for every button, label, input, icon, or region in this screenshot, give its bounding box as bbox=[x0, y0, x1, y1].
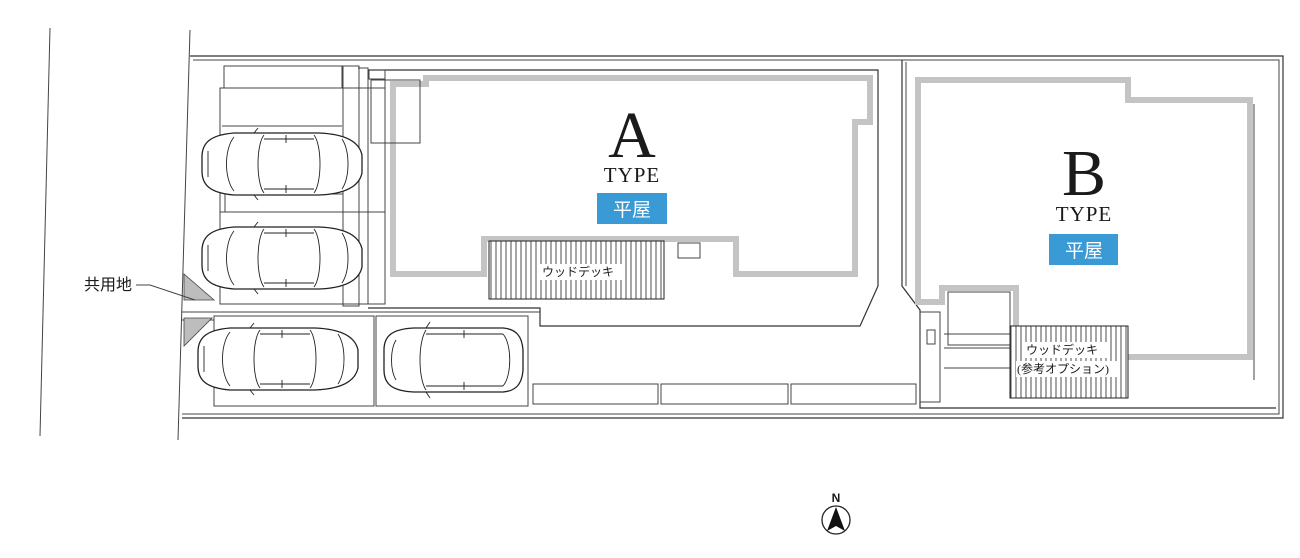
deck-b-note: (参考オプション) bbox=[1017, 361, 1109, 376]
lot-a-outline bbox=[368, 69, 879, 327]
house-a-wall bbox=[390, 75, 873, 277]
frontage-strip bbox=[532, 383, 917, 405]
house-a-badge-label: 平屋 bbox=[613, 200, 651, 221]
site-outline bbox=[182, 55, 1284, 419]
lot-b-outline bbox=[901, 60, 1276, 409]
deck-b-label: ウッドデッキ bbox=[1026, 342, 1098, 357]
common-area-leader bbox=[136, 284, 196, 301]
north-compass: N bbox=[821, 491, 851, 535]
house-a-letter: A bbox=[608, 99, 656, 172]
deck-a-label: ウッドデッキ bbox=[542, 264, 614, 279]
house-a-badge bbox=[597, 193, 667, 224]
common-area-triangle bbox=[183, 273, 216, 301]
house-b-letter: B bbox=[1062, 137, 1106, 210]
house-b-badge bbox=[1049, 234, 1118, 265]
north-arrow-icon bbox=[827, 507, 845, 531]
house-b-badge-label: 平屋 bbox=[1065, 241, 1103, 262]
house-a-type: TYPE bbox=[604, 163, 661, 187]
road-line bbox=[39, 27, 51, 437]
car-1 bbox=[201, 127, 363, 201]
car-3 bbox=[197, 322, 359, 396]
car-4 bbox=[383, 321, 524, 399]
car-2 bbox=[201, 221, 363, 295]
parking-area bbox=[182, 65, 540, 407]
boundary-line bbox=[177, 29, 191, 441]
common-area-label: 共用地 bbox=[84, 276, 132, 294]
house-b-type: TYPE bbox=[1056, 202, 1113, 226]
compass-label: N bbox=[832, 491, 841, 505]
